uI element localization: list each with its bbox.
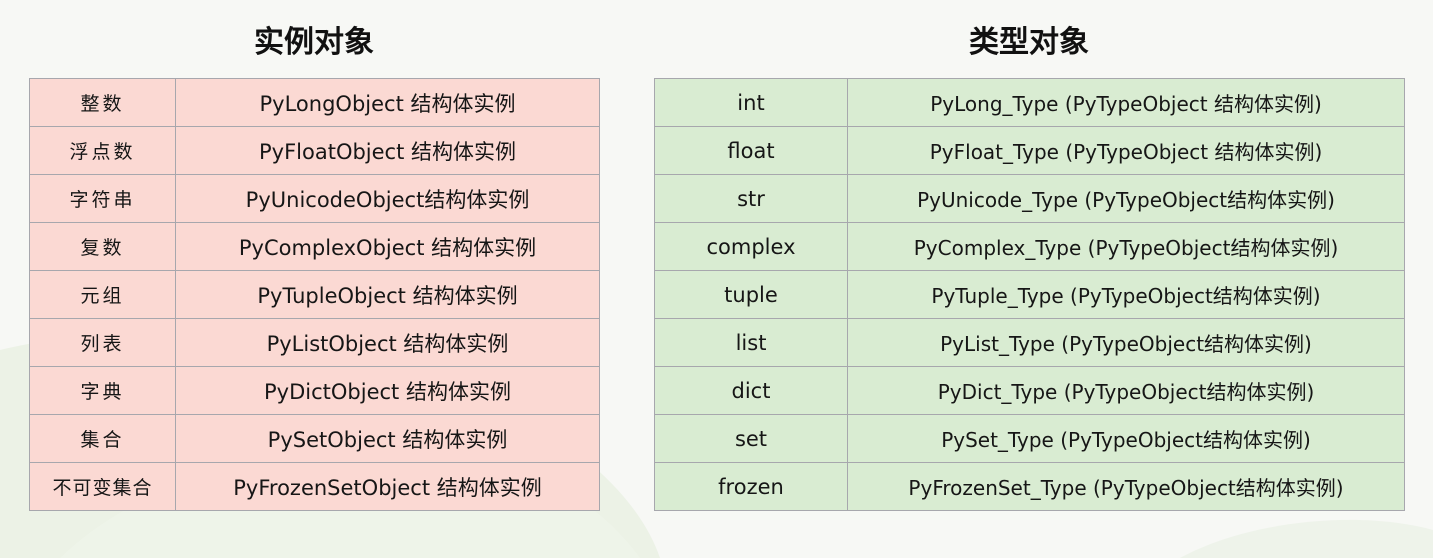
struct-instance-cell: PyFloatObject 结构体实例 (175, 126, 600, 175)
table-row: float PyFloat_Type (PyTypeObject 结构体实例) (654, 126, 1405, 175)
struct-instance-cell: PyListObject 结构体实例 (175, 318, 600, 367)
table-row: 浮点数 PyFloatObject 结构体实例 (29, 126, 600, 175)
type-name-cell: int (654, 78, 848, 127)
type-object-cell: PySet_Type (PyTypeObject结构体实例) (847, 414, 1405, 463)
type-name-cell: list (654, 318, 848, 367)
table-row: 列表 PyListObject 结构体实例 (29, 318, 600, 367)
struct-instance-cell: PyUnicodeObject结构体实例 (175, 174, 600, 223)
struct-instance-cell: PyTupleObject 结构体实例 (175, 270, 600, 319)
object-name-cell: 集合 (29, 414, 176, 463)
object-name-cell: 复数 (29, 222, 176, 271)
object-name-cell: 元组 (29, 270, 176, 319)
type-name-cell: str (654, 174, 848, 223)
table-row: frozen PyFrozenSet_Type (PyTypeObject结构体… (654, 462, 1405, 511)
type-name-cell: dict (654, 366, 848, 415)
table-row: complex PyComplex_Type (PyTypeObject结构体实… (654, 222, 1405, 271)
struct-instance-cell: PySetObject 结构体实例 (175, 414, 600, 463)
instance-objects-title: 实例对象 (254, 25, 374, 60)
struct-instance-cell: PyLongObject 结构体实例 (175, 78, 600, 127)
table-row: tuple PyTuple_Type (PyTypeObject结构体实例) (654, 270, 1405, 319)
type-object-cell: PyFloat_Type (PyTypeObject 结构体实例) (847, 126, 1405, 175)
table-row: int PyLong_Type (PyTypeObject 结构体实例) (654, 78, 1405, 127)
table-row: 集合 PySetObject 结构体实例 (29, 414, 600, 463)
type-objects-table: int PyLong_Type (PyTypeObject 结构体实例) flo… (654, 78, 1405, 511)
object-name-cell: 字典 (29, 366, 176, 415)
type-object-cell: PyUnicode_Type (PyTypeObject结构体实例) (847, 174, 1405, 223)
type-object-cell: PyLong_Type (PyTypeObject 结构体实例) (847, 78, 1405, 127)
object-name-cell: 整数 (29, 78, 176, 127)
type-object-cell: PyTuple_Type (PyTypeObject结构体实例) (847, 270, 1405, 319)
struct-instance-cell: PyComplexObject 结构体实例 (175, 222, 600, 271)
object-name-cell: 不可变集合 (29, 462, 176, 511)
type-name-cell: set (654, 414, 848, 463)
table-row: str PyUnicode_Type (PyTypeObject结构体实例) (654, 174, 1405, 223)
object-name-cell: 字符串 (29, 174, 176, 223)
type-object-cell: PyList_Type (PyTypeObject结构体实例) (847, 318, 1405, 367)
table-row: 整数 PyLongObject 结构体实例 (29, 78, 600, 127)
object-name-cell: 浮点数 (29, 126, 176, 175)
struct-instance-cell: PyDictObject 结构体实例 (175, 366, 600, 415)
table-row: 字符串 PyUnicodeObject结构体实例 (29, 174, 600, 223)
type-name-cell: float (654, 126, 848, 175)
type-objects-title: 类型对象 (969, 25, 1089, 60)
type-object-cell: PyDict_Type (PyTypeObject结构体实例) (847, 366, 1405, 415)
table-row: dict PyDict_Type (PyTypeObject结构体实例) (654, 366, 1405, 415)
table-row: 不可变集合 PyFrozenSetObject 结构体实例 (29, 462, 600, 511)
type-name-cell: tuple (654, 270, 848, 319)
type-name-cell: frozen (654, 462, 848, 511)
table-row: list PyList_Type (PyTypeObject结构体实例) (654, 318, 1405, 367)
object-name-cell: 列表 (29, 318, 176, 367)
type-object-cell: PyFrozenSet_Type (PyTypeObject结构体实例) (847, 462, 1405, 511)
type-name-cell: complex (654, 222, 848, 271)
type-object-cell: PyComplex_Type (PyTypeObject结构体实例) (847, 222, 1405, 271)
table-row: set PySet_Type (PyTypeObject结构体实例) (654, 414, 1405, 463)
table-row: 字典 PyDictObject 结构体实例 (29, 366, 600, 415)
instance-objects-table: 整数 PyLongObject 结构体实例 浮点数 PyFloatObject … (29, 78, 600, 511)
table-row: 元组 PyTupleObject 结构体实例 (29, 270, 600, 319)
struct-instance-cell: PyFrozenSetObject 结构体实例 (175, 462, 600, 511)
table-row: 复数 PyComplexObject 结构体实例 (29, 222, 600, 271)
